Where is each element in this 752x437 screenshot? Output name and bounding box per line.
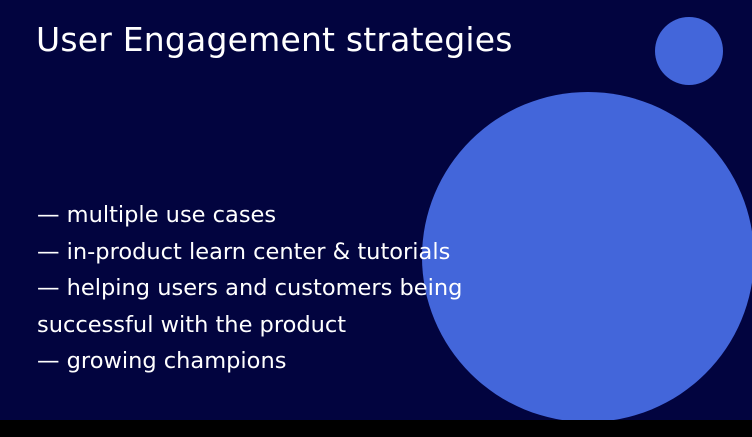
- large-decorative-circle: [422, 92, 752, 420]
- bullet-item-continuation: successful with the product: [37, 311, 347, 338]
- bullet-item: — helping users and customers being: [37, 275, 463, 301]
- bottom-letterbox-bar: [0, 420, 752, 437]
- presentation-slide: User Engagement strategies — multiple us…: [0, 0, 752, 420]
- bullet-list: — multiple use cases — in-product learn …: [37, 197, 462, 380]
- bullet-item: — multiple use cases: [37, 202, 277, 228]
- bullet-item: — in-product learn center & tutorials: [37, 238, 451, 265]
- bullet-item: — growing champions: [37, 348, 287, 374]
- small-decorative-circle: [655, 17, 723, 85]
- slide-title: User Engagement strategies: [36, 20, 513, 59]
